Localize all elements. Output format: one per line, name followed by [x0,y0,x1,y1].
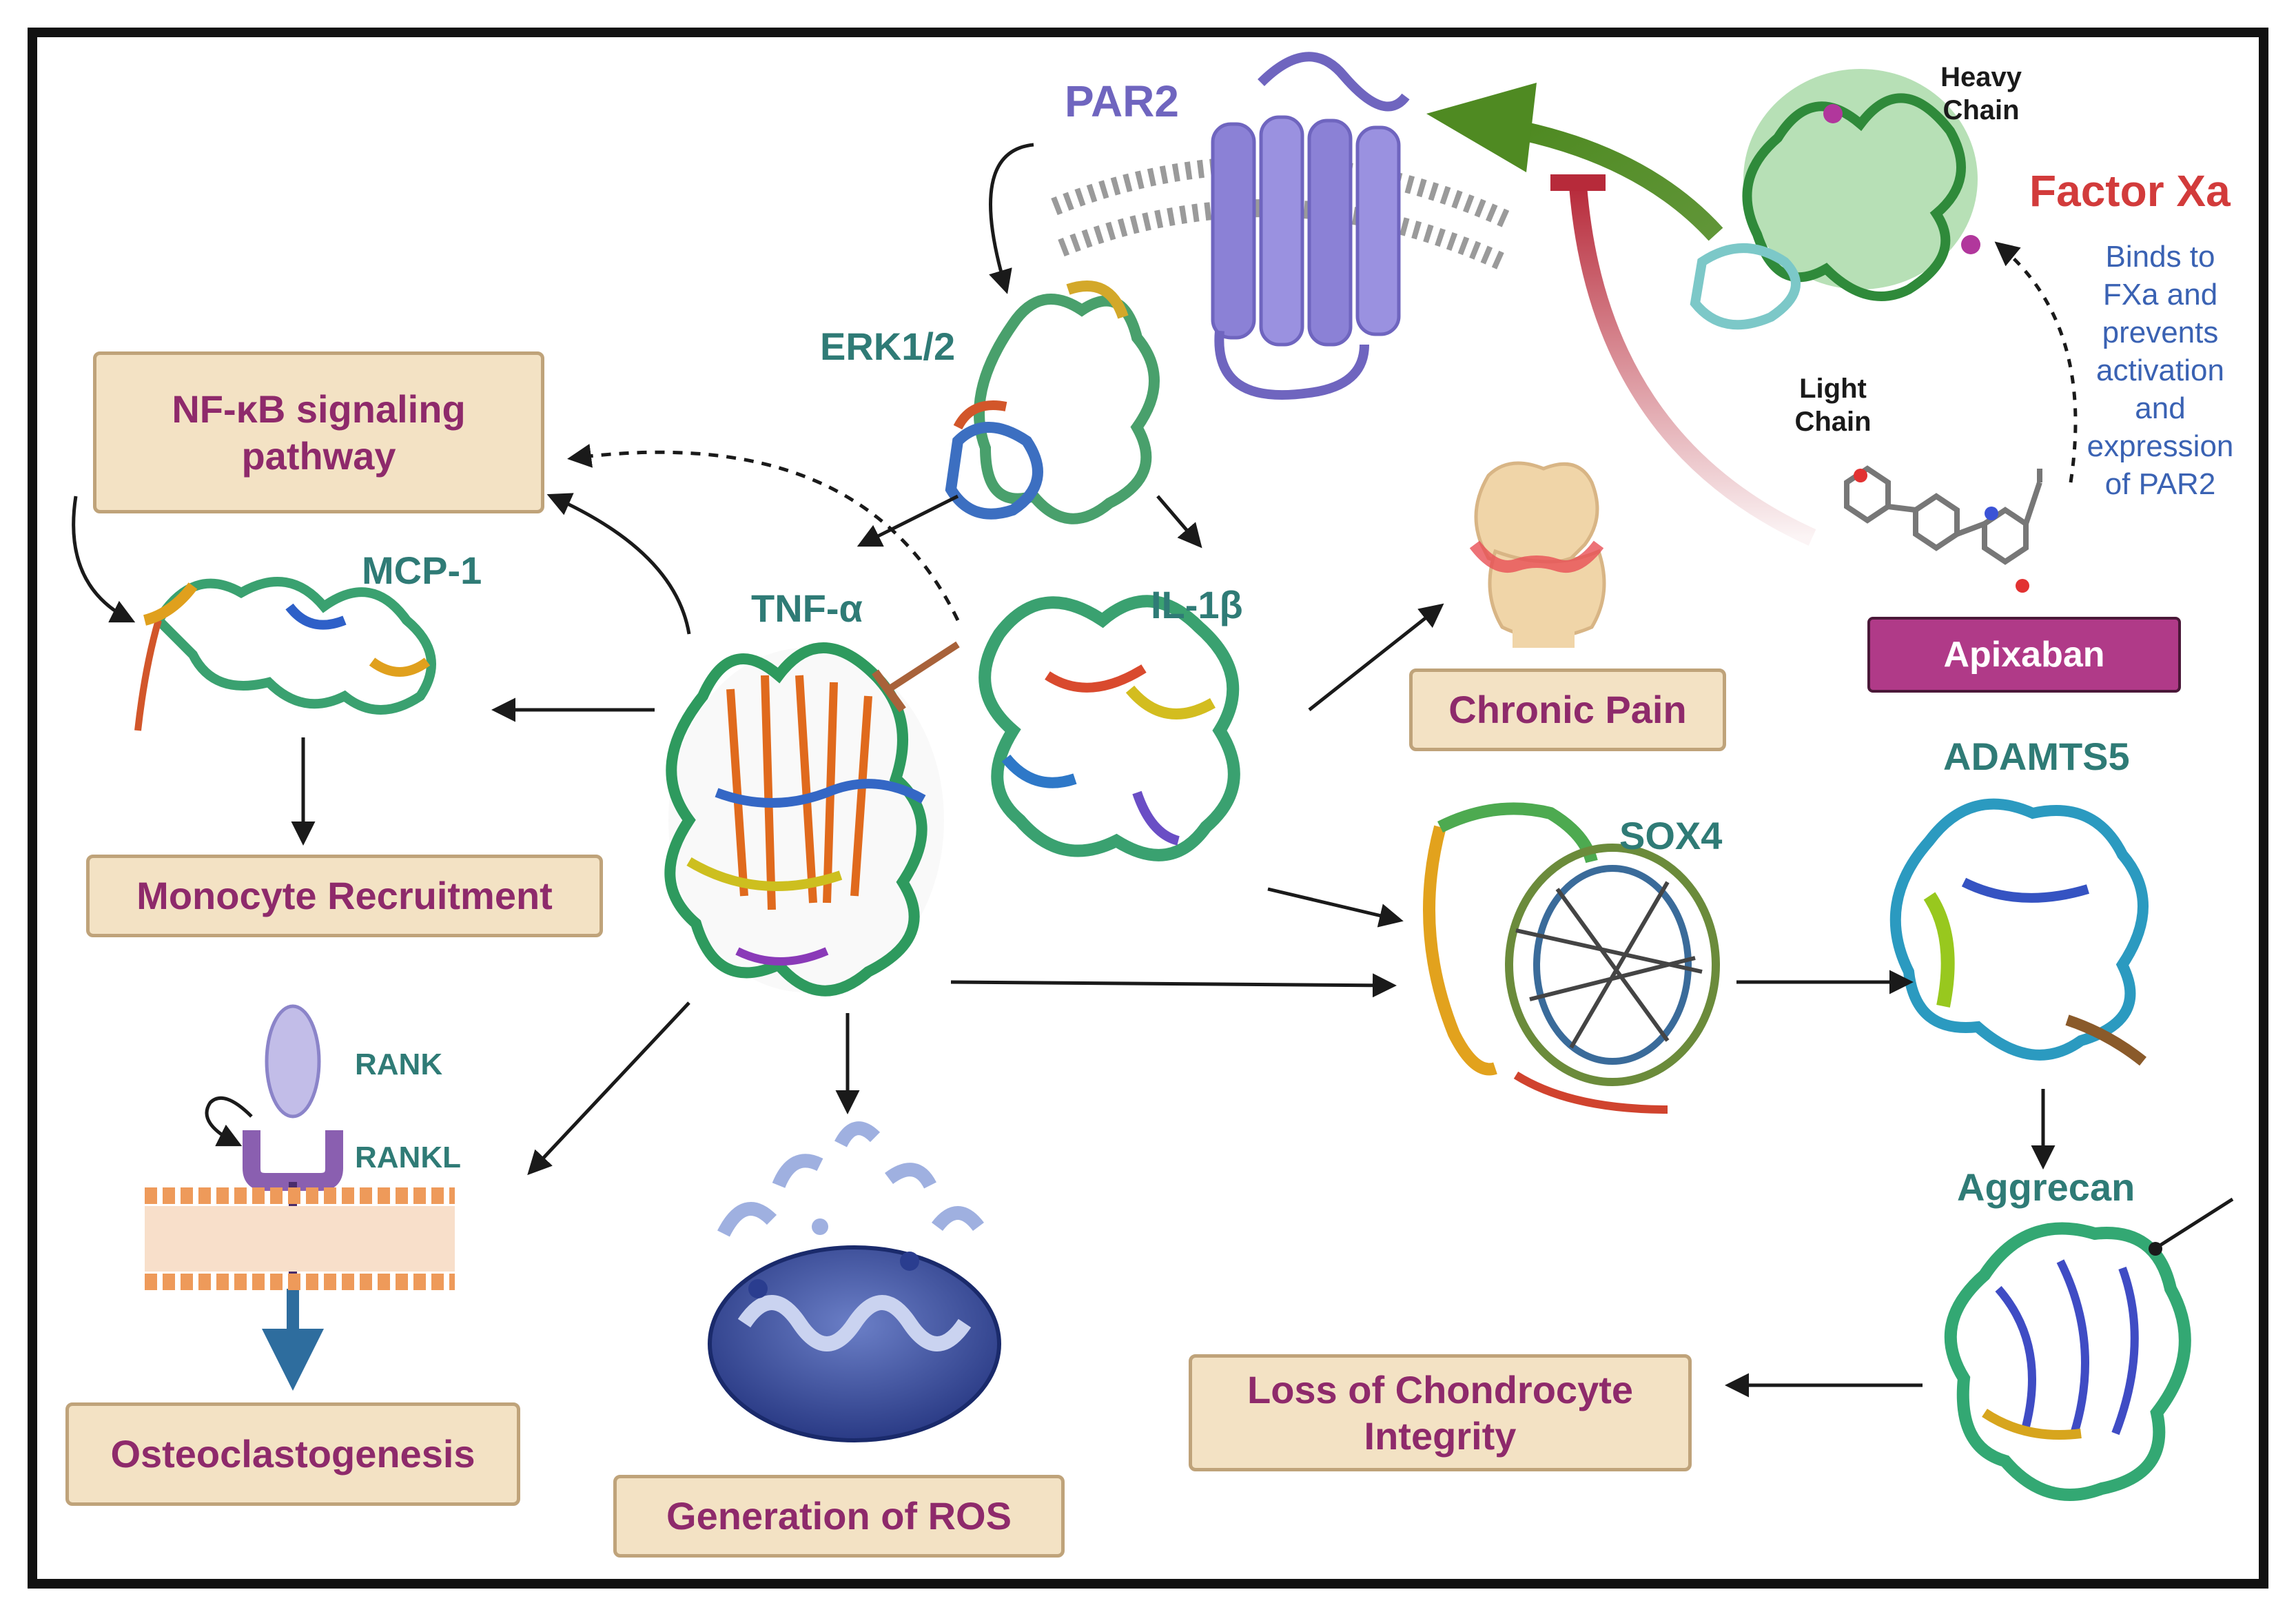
arrow-erk-to-il1b [1156,495,1202,549]
factor-xa-protein-icon [1690,69,1980,330]
apixaban-molecule-icon [1844,465,2042,593]
ros-box: Generation of ROS [613,1475,1065,1558]
sox4-label: SOX4 [1619,814,1723,857]
tnf-inhibition-mark [872,641,960,713]
factor-xa-label: Factor Xa [2029,166,2231,216]
adamts5-label: ADAMTS5 [1943,735,2130,778]
tnf-alpha-protein-icon [664,642,944,997]
chronic-pain-box: Chronic Pain [1409,668,1726,751]
arrow-nfkb-to-mcp1 [72,496,136,623]
arrow-tnf-to-nfkb [546,493,691,635]
par2-label: PAR2 [1065,76,1179,126]
joint-icon [1469,461,1606,648]
mcp1-protein-icon [134,577,436,731]
binds-note: Binds to FXa and prevents activation and… [2087,240,2234,501]
heavy-chain-label: Heavy Chain [1940,62,2022,125]
inhibition-arrow [1550,174,1816,546]
signaling-arrows [72,143,2056,1398]
monocyte-recruitment-box: Monocyte Recruitment [86,855,603,937]
arrow-erk-to-tnf [857,494,959,547]
mcp1-label: MCP-1 [362,549,482,592]
arrow-par2-to-erk [989,143,1034,294]
light-chain-label: Light Chain [1794,374,1872,437]
arrow-il1b-to-sox4 [1267,887,1404,928]
arrow-tnf-to-sox4 [950,973,1397,998]
erk-protein-icon [945,280,1160,524]
osteoclastogenesis-box: Osteoclastogenesis [65,1402,520,1506]
nfkb-box: NF-κB signaling pathway [93,351,544,513]
arrow-il1b-to-chronic-pain [1308,603,1444,711]
il1b-label: IL-1β [1151,583,1243,626]
rank-label: RANK [355,1048,443,1081]
aggrecan-label: Aggrecan [1957,1165,2135,1209]
mitochondrion-icon [708,1121,1001,1442]
chondrocyte-box: Loss of Chondrocyte Integrity [1189,1354,1692,1471]
rankl-label: RANKL [355,1141,461,1174]
apixaban-binding-arrow [1994,241,2078,483]
tnf-alpha-label: TNF-α [751,586,863,630]
bone-membrane-icon [145,1187,455,1290]
erk-label: ERK1/2 [820,325,956,368]
arrow-tnf-to-rankl [527,1001,690,1176]
sox4-dna-icon [1423,802,1720,1114]
par2-receptor-icon [1211,52,1410,400]
arrow-erk-to-nfkb [567,444,960,622]
apixaban-label: Apixaban [1867,617,2181,693]
il1b-protein-icon [978,595,1240,861]
activation-arrow [1426,83,1723,241]
adamts5-protein-icon [1889,798,2149,1066]
aggrecan-protein-icon [1944,1197,2234,1501]
